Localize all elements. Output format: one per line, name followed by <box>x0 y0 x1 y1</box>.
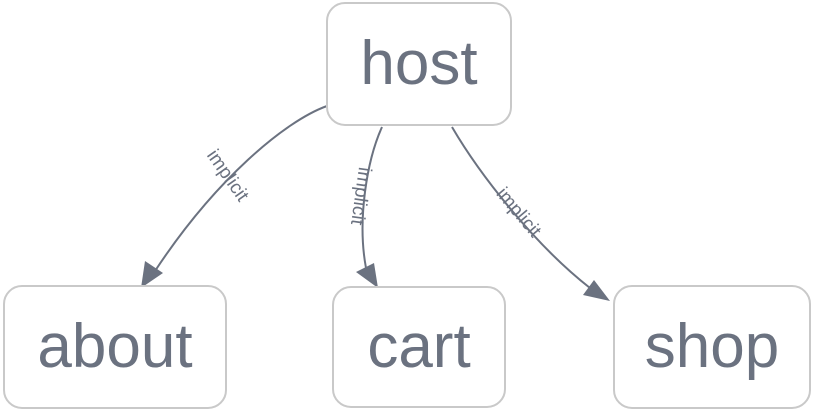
edge-host-about-line <box>154 105 328 272</box>
node-cart-label: cart <box>367 312 471 381</box>
node-about[interactable]: about <box>3 285 227 409</box>
edge-host-cart[interactable]: implicit <box>346 126 383 288</box>
node-cart[interactable]: cart <box>332 286 506 408</box>
node-host[interactable]: host <box>326 2 512 126</box>
edge-host-cart-label: implicit <box>346 166 375 227</box>
edge-host-shop[interactable]: implicit <box>451 126 610 301</box>
edge-host-shop-label: implicit <box>492 184 546 243</box>
edge-host-cart-arrowhead <box>356 263 378 288</box>
edge-host-about-arrowhead <box>141 261 163 288</box>
node-shop[interactable]: shop <box>613 285 811 409</box>
edge-host-cart-line <box>361 126 383 269</box>
node-about-label: about <box>37 312 193 381</box>
edge-host-about-label: implicit <box>202 146 253 206</box>
edge-host-shop-arrowhead <box>583 280 610 301</box>
node-host-label: host <box>360 29 478 98</box>
edge-host-shop-line <box>451 126 591 289</box>
node-shop-label: shop <box>644 312 780 381</box>
edge-host-about[interactable]: implicit <box>141 105 328 288</box>
